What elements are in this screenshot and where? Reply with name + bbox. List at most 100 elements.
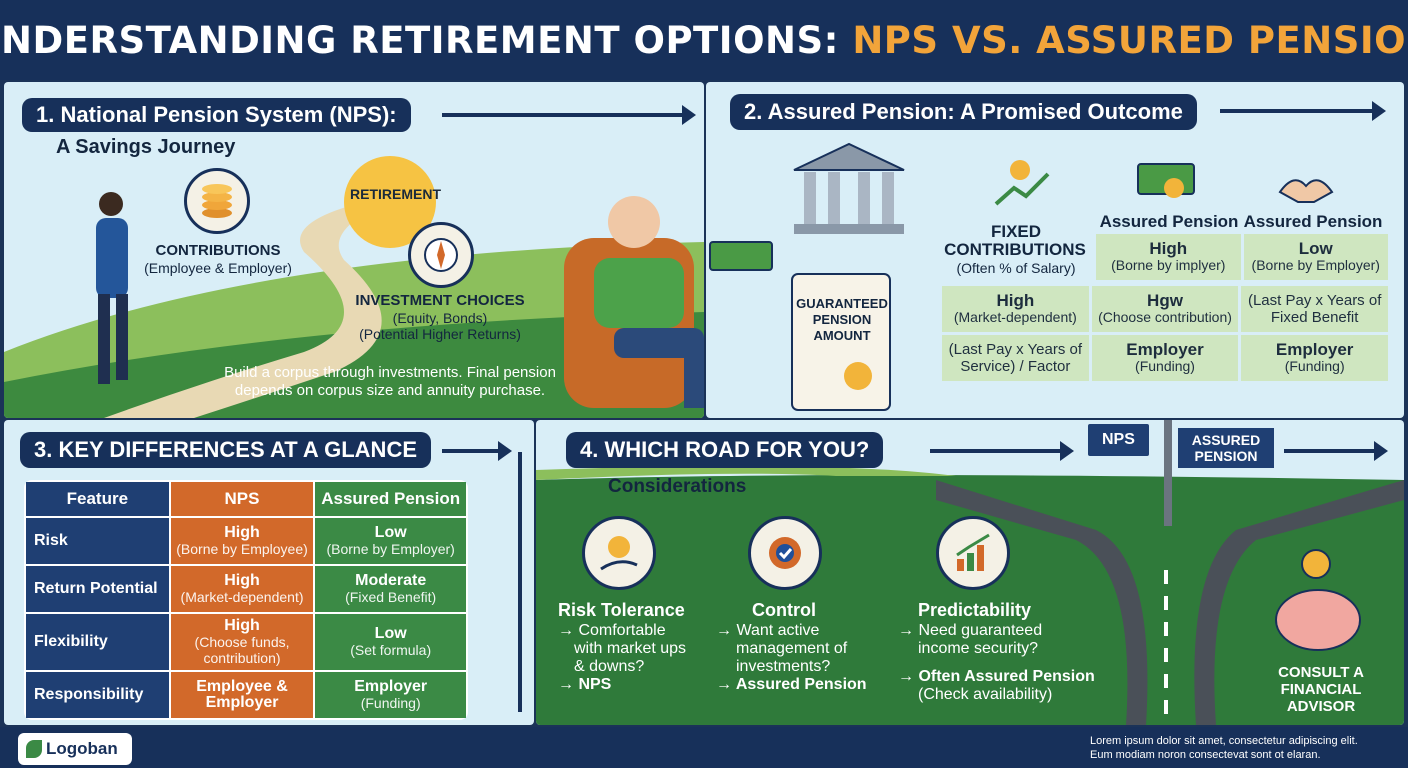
scroll-text-3: AMOUNT	[813, 328, 871, 343]
footer-text-1: Lorem ipsum dolor sit amet, consectetur …	[1090, 735, 1358, 747]
nps-landscape	[4, 156, 704, 418]
sign-nps: NPS	[1088, 424, 1149, 456]
predict-line-2: income security?	[918, 640, 1039, 657]
dollar-hand-icon	[582, 516, 656, 590]
section4-arrow	[930, 441, 1074, 461]
contributions-title: CONTRIBUTIONS	[155, 242, 281, 259]
table-row: Risk High(Borne by Employee) Low(Borne b…	[26, 518, 466, 564]
risk-line-3: & downs?	[574, 658, 645, 675]
grid-cell: Employer(Funding)	[1241, 335, 1388, 381]
grid-cell: High(Borne by implyer)	[1096, 234, 1241, 280]
predict-title: Predictability	[918, 600, 1032, 620]
assured-pension-grid: High(Borne by implyer) Low(Borne by Empl…	[1096, 234, 1388, 280]
investment-sub1: (Equity, Bonds)	[392, 310, 488, 326]
risk-title: Risk Tolerance	[558, 600, 685, 620]
assured-cell: Low(Set formula)	[315, 614, 466, 670]
scroll-text-1: GUARANTEED	[796, 296, 888, 311]
advisor-line-3: ADVISOR	[1286, 698, 1356, 715]
section1-heading: 1. National Pension System (NPS):	[22, 98, 411, 132]
advisor-line-2: FINANCIAL	[1280, 681, 1362, 698]
compass-icon	[408, 222, 474, 288]
gear-check-icon	[748, 516, 822, 590]
predict-line-3: → Often Assured Pension	[898, 668, 1095, 685]
header-banner: UNDERSTANDING RETIREMENT OPTIONS: NPS VS…	[0, 0, 1408, 80]
page-title: UNDERSTANDING RETIREMENT OPTIONS: NPS VS…	[0, 19, 1408, 62]
table-header-row: Feature NPS Assured Pension	[26, 482, 466, 516]
nps-panel: RETIREMENT 1. National Pension System (N…	[4, 82, 704, 418]
section2-heading: 2. Assured Pension: A Promised Outcome	[730, 94, 1197, 130]
nps-cell: High(Borne by Employee)	[170, 518, 314, 564]
scroll-text-2: PENSION	[812, 312, 872, 327]
assured-cell: Employer(Funding)	[315, 672, 466, 718]
investment-title: INVESTMENT CHOICES	[355, 292, 525, 309]
col-header-2: Assured Pension	[1243, 212, 1383, 231]
feature-cell: Flexibility	[26, 614, 169, 670]
section3-arrow	[442, 441, 512, 461]
nps-description-1: Build a corpus through investments. Fina…	[224, 364, 556, 381]
bank-building-icon	[793, 142, 905, 234]
feature-cell: Responsibility	[26, 672, 169, 718]
grid-cell: Employer(Funding)	[1091, 335, 1239, 381]
col-header-feature: Feature	[26, 482, 169, 516]
col-header-1: Assured Pension	[1099, 212, 1239, 231]
piggy-bank-icon	[1275, 549, 1361, 651]
table-row: Return Potential High(Market-dependent) …	[26, 566, 466, 612]
walking-man-figure	[96, 192, 128, 384]
guarantee-scroll	[791, 273, 891, 411]
grid-cell: Hgw(Choose contribution)	[1091, 286, 1239, 332]
money-hand-icon	[709, 241, 773, 271]
section1-subheading: A Savings Journey	[56, 136, 236, 158]
feature-cell: Return Potential	[26, 566, 169, 612]
elderly-man-figure	[564, 196, 704, 408]
col-header-nps: NPS	[170, 482, 314, 516]
leaf-icon	[26, 740, 42, 758]
risk-line-4: → NPS	[558, 676, 612, 693]
nps-cell: High(Choose funds,contribution)	[170, 614, 314, 670]
control-line-1: → Want active	[716, 622, 820, 639]
contributions-sub: (Employee & Employer)	[144, 260, 292, 276]
fixed-label-1: FIXED	[990, 222, 1042, 241]
fixed-label-2: CONTRIBUTIONS	[944, 240, 1086, 259]
signpost-pole	[1164, 420, 1172, 526]
cash-icon	[1137, 163, 1195, 198]
control-line-4: → Assured Pension	[716, 676, 867, 693]
predict-line-1: → Need guaranteed	[898, 622, 1043, 639]
coins-icon	[184, 168, 250, 234]
section4-heading: 4. WHICH ROAD FOR YOU?	[566, 432, 884, 468]
nps-cell: High(Market-dependent)	[170, 566, 314, 612]
grid-cell: Low(Borne by Employer)	[1243, 234, 1388, 280]
section2-arrow	[1220, 101, 1386, 121]
table-row: Responsibility Employee &Employer Employ…	[26, 672, 466, 718]
footer-bar: Logoban Lorem ipsum dolor sit amet, cons…	[0, 727, 1408, 768]
key-differences-table: Feature NPS Assured Pension Risk High(Bo…	[24, 480, 468, 720]
nps-description-2: depends on corpus size and annuity purch…	[234, 382, 546, 399]
handshake-icon	[1278, 179, 1334, 203]
section4-arrow-right	[1284, 441, 1388, 461]
connector-line	[518, 452, 522, 712]
growth-hand-icon	[994, 160, 1050, 206]
control-title: Control	[752, 600, 816, 620]
risk-line-1: → Comfortable	[558, 622, 666, 639]
footer-text-2: Eum modiam noron consectevat sont ot ela…	[1090, 749, 1321, 761]
risk-line-2: with market ups	[574, 640, 687, 657]
assured-cell: Low(Borne by Employer)	[315, 518, 466, 564]
advisor-line-1: CONSULT A	[1278, 664, 1364, 681]
grid-cell: High(Market-dependent)	[942, 286, 1089, 332]
feature-cell: Risk	[26, 518, 169, 564]
control-line-2: management of	[736, 640, 848, 657]
section1-arrow	[442, 105, 696, 125]
assured-pension-panel: GUARANTEED PENSION AMOUNT 2. Assured Pen…	[706, 82, 1404, 418]
assured-cell: Moderate(Fixed Benefit)	[315, 566, 466, 612]
fixed-label-sub: (Often % of Salary)	[956, 260, 1076, 276]
logo-badge[interactable]: Logoban	[18, 733, 132, 765]
table-row: Flexibility High(Choose funds,contributi…	[26, 614, 466, 670]
predict-line-4: (Check availability)	[918, 686, 1053, 703]
col-header-assured: Assured Pension	[315, 482, 466, 516]
title-highlight: NPS VS. ASSURED PENSION	[852, 18, 1408, 62]
sun-label: RETIREMENT	[350, 186, 441, 202]
control-line-3: investments?	[736, 658, 831, 675]
